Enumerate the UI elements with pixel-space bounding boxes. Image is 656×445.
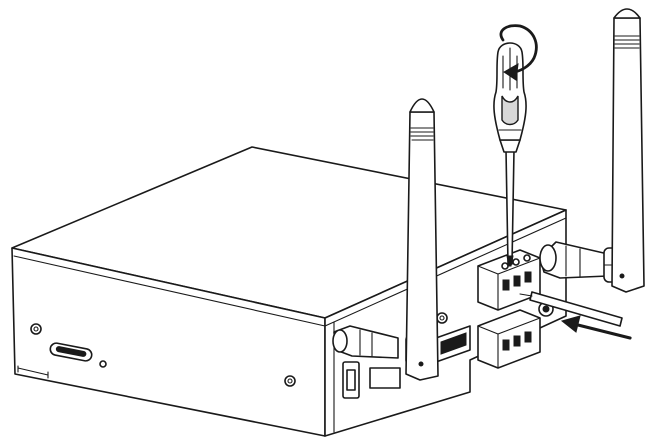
status-led xyxy=(99,360,107,368)
insert-arrow-icon xyxy=(560,315,632,340)
side-screw xyxy=(436,312,448,324)
sim-slot xyxy=(49,342,93,362)
wire-icon xyxy=(519,291,623,327)
front-screw-left xyxy=(30,323,42,335)
ethernet-port xyxy=(369,367,401,389)
power-jack xyxy=(342,361,360,399)
front-screw-right xyxy=(284,375,296,387)
antenna-icon xyxy=(332,98,439,381)
antenna-icon xyxy=(539,8,645,293)
rotation-arrow-icon xyxy=(499,24,538,81)
